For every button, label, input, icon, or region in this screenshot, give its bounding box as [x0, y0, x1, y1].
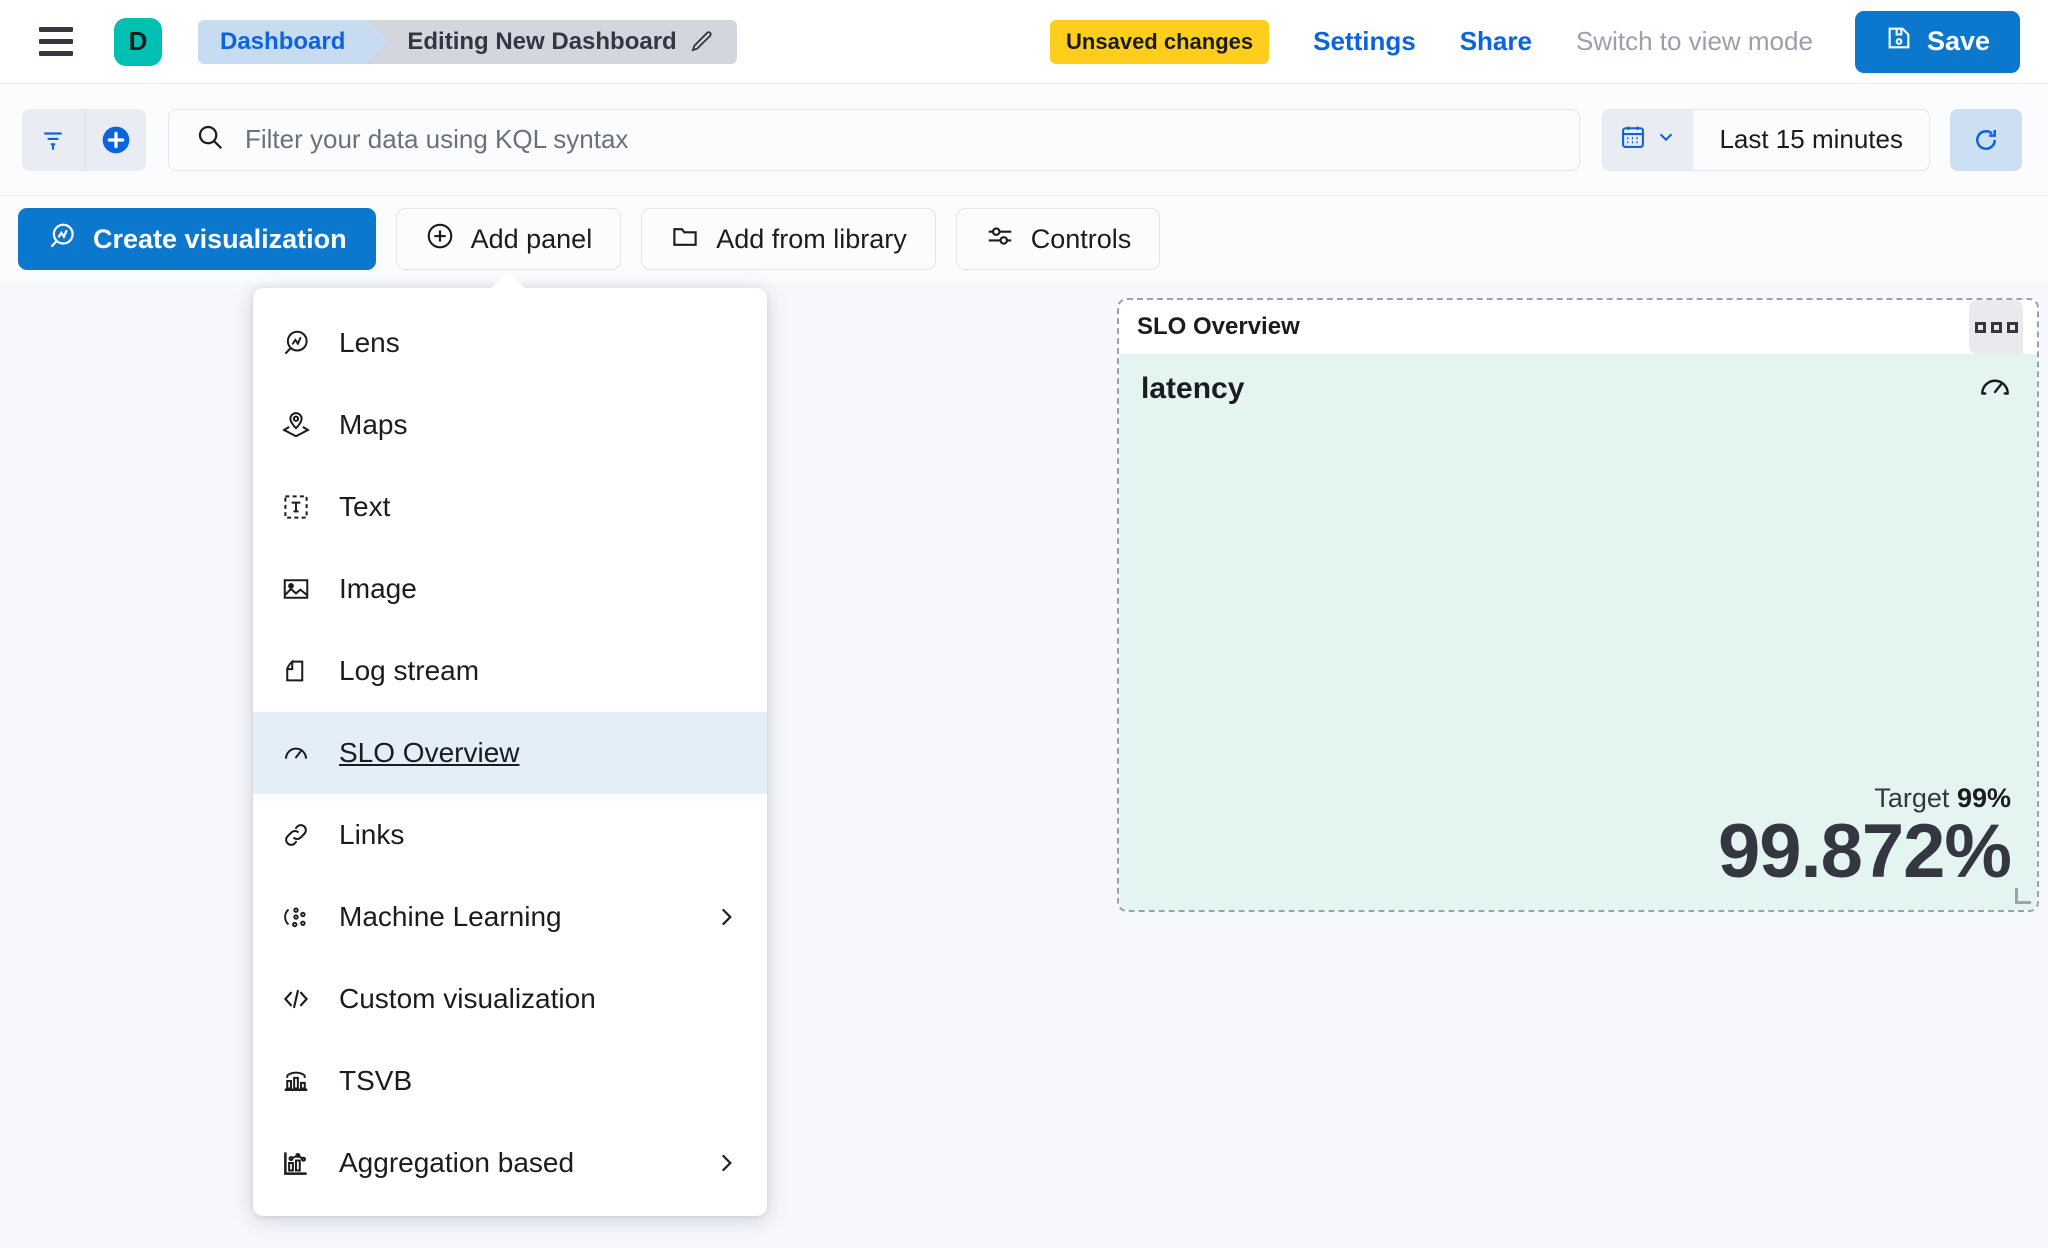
lens-icon: [47, 221, 77, 258]
add-from-library-button[interactable]: Add from library: [641, 208, 936, 270]
menu-item-label: TSVB: [339, 1065, 413, 1096]
chevron-down-icon: [1655, 126, 1677, 153]
save-button[interactable]: Save: [1854, 10, 2020, 73]
folder-icon: [670, 221, 700, 258]
image-icon: [279, 572, 313, 606]
add-panel-label: Add panel: [470, 223, 593, 254]
add-panel-menu: Lens Maps Text Image: [253, 272, 767, 1216]
filter-group: [22, 108, 146, 171]
menu-item-custom-visualization[interactable]: Custom visualization: [253, 958, 767, 1040]
share-link[interactable]: Share: [1459, 26, 1532, 56]
slo-footer: Target 99% 99.872%: [1141, 783, 2012, 894]
menu-item-label: Maps: [339, 409, 408, 440]
menu-caret: [490, 272, 526, 289]
hamburger-icon[interactable]: [30, 16, 82, 68]
search-input[interactable]: Filter your data using KQL syntax: [168, 108, 1581, 171]
menu-item-label: Aggregation based: [339, 1147, 575, 1178]
menu-item-aggregation-based[interactable]: Aggregation based: [253, 1122, 767, 1204]
switch-to-view-mode-link[interactable]: Switch to view mode: [1575, 26, 1813, 56]
menu-item-label: Lens: [339, 327, 400, 358]
plus-circle-icon: [425, 221, 455, 258]
menu-item-label: Links: [339, 819, 405, 850]
machine-learning-icon: [279, 900, 313, 934]
menu-item-slo-overview[interactable]: SLO Overview: [253, 712, 767, 794]
code-icon: [279, 982, 313, 1016]
search-icon: [195, 122, 225, 157]
query-bar: Filter your data using KQL syntax Last 1…: [0, 84, 2048, 196]
status-badge-unsaved[interactable]: Unsaved changes: [1050, 19, 1270, 64]
panel-body: latency Target 99% 99.872%: [1119, 354, 2037, 910]
lens-icon: [279, 326, 313, 360]
menu-item-label: Machine Learning: [339, 901, 562, 932]
slo-current-value: 99.872%: [1717, 809, 2012, 894]
menu-item-log-stream[interactable]: Log stream: [253, 630, 767, 712]
menu-item-label: Log stream: [339, 655, 480, 686]
refresh-button[interactable]: [1950, 108, 2022, 171]
resize-corner-handle[interactable]: [2015, 888, 2031, 904]
breadcrumb: Dashboard Editing New Dashboard: [198, 19, 737, 64]
settings-link[interactable]: Settings: [1313, 26, 1416, 56]
search-placeholder: Filter your data using KQL syntax: [245, 124, 629, 154]
breadcrumb-item-current[interactable]: Editing New Dashboard: [367, 19, 737, 64]
create-visualization-label: Create visualization: [93, 223, 347, 254]
link-icon: [279, 818, 313, 852]
create-visualization-button[interactable]: Create visualization: [18, 208, 376, 270]
menu-item-label: SLO Overview: [339, 737, 520, 768]
add-from-library-label: Add from library: [716, 223, 907, 254]
pencil-icon[interactable]: [689, 29, 715, 55]
text-box-icon: [279, 490, 313, 524]
menu-item-label: Image: [339, 573, 417, 604]
grid-dots-icon[interactable]: [1969, 300, 2023, 354]
sliders-icon: [985, 221, 1015, 258]
menu-item-machine-learning[interactable]: Machine Learning: [253, 876, 767, 958]
menu-item-text[interactable]: Text: [253, 466, 767, 548]
menu-item-lens[interactable]: Lens: [253, 302, 767, 384]
map-marker-layers-icon: [279, 408, 313, 442]
menu-item-maps[interactable]: Maps: [253, 384, 767, 466]
menu-item-links[interactable]: Links: [253, 794, 767, 876]
dashboard-panel-slo-overview[interactable]: SLO Overview latency Target 99% 99.872%: [1117, 298, 2039, 912]
save-button-label: Save: [1926, 26, 1990, 56]
gauge-icon: [279, 736, 313, 770]
controls-button[interactable]: Controls: [955, 208, 1161, 270]
slo-target-label: Target: [1874, 783, 1950, 813]
slo-target-value: 99%: [1956, 783, 2011, 813]
menu-item-image[interactable]: Image: [253, 548, 767, 630]
menu-item-label: Custom visualization: [339, 983, 596, 1014]
tsvb-chart-icon: [279, 1064, 313, 1098]
time-picker: Last 15 minutes: [1602, 108, 1930, 171]
filter-lines-icon[interactable]: [22, 108, 84, 171]
gauge-icon: [1977, 368, 2013, 409]
avatar[interactable]: D: [114, 17, 162, 66]
add-filter-button[interactable]: [84, 108, 146, 171]
date-quick-select-button[interactable]: [1603, 109, 1694, 170]
breadcrumb-root-label: Dashboard: [220, 27, 346, 55]
top-header: D Dashboard Editing New Dashboard Unsave…: [0, 0, 2048, 84]
calendar-icon: [1619, 123, 1647, 156]
panel-header: SLO Overview: [1119, 300, 2037, 354]
aggregation-chart-icon: [279, 1146, 313, 1180]
time-range-label[interactable]: Last 15 minutes: [1719, 124, 1903, 154]
breadcrumb-item-dashboard[interactable]: Dashboard: [198, 19, 389, 64]
controls-label: Controls: [1030, 223, 1132, 254]
menu-item-tsvb[interactable]: TSVB: [253, 1040, 767, 1122]
slo-target: Target 99%: [1141, 783, 2011, 814]
avatar-initial: D: [128, 26, 148, 56]
chevron-right-icon: [713, 1150, 739, 1176]
save-disk-icon: [1885, 24, 1913, 59]
dashboard-toolbar: Create visualization Add panel Add from …: [0, 196, 2048, 282]
slo-name: latency: [1141, 372, 1245, 405]
chevron-right-icon: [713, 904, 739, 930]
menu-item-label: Text: [339, 491, 391, 522]
add-panel-button[interactable]: Add panel: [395, 208, 622, 270]
panel-title: SLO Overview: [1137, 313, 1300, 340]
log-stream-icon: [279, 654, 313, 688]
breadcrumb-current-label: Editing New Dashboard: [407, 27, 677, 55]
